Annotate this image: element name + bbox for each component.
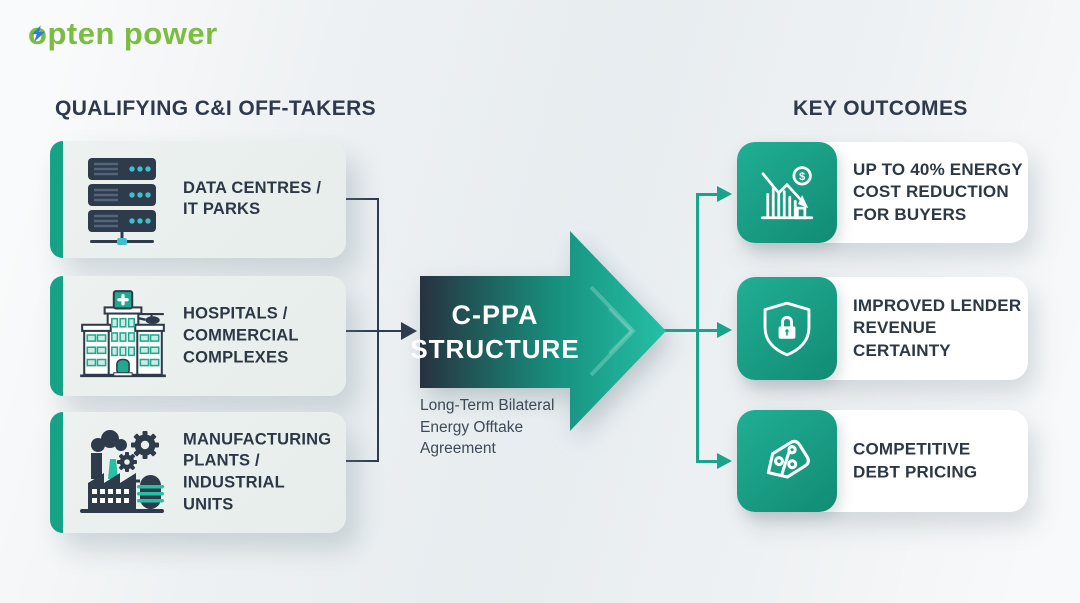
offtakers-heading: QUALIFYING C&I OFF-TAKERS xyxy=(55,97,377,120)
connector-line xyxy=(699,193,719,196)
offtaker-card-data-centres: DATA CENTRES / IT PARKS xyxy=(50,141,346,258)
offtaker-card-manufacturing: MANUFACTURING PLANTS / INDUSTRIAL UNITS xyxy=(50,412,346,533)
logo-word-power: power xyxy=(123,16,218,51)
arrow-title-line2: STRUCTURE xyxy=(410,333,580,364)
connector-line xyxy=(699,460,719,463)
outcome-icon-box: $ xyxy=(737,142,837,243)
connector-line xyxy=(377,198,379,462)
offtaker-card-hospitals: HOSPITALS / COMMERCIAL COMPLEXES xyxy=(50,276,346,396)
offtaker-card-label: MANUFACTURING PLANTS / INDUSTRIAL UNITS xyxy=(183,429,332,514)
server-rack-icon xyxy=(88,157,156,245)
offtaker-card-label: HOSPITALS / COMMERCIAL COMPLEXES xyxy=(183,304,299,366)
outcome-card-lender-certainty: IMPROVED LENDER REVENUE CERTAINTY xyxy=(737,277,1028,380)
connector-line xyxy=(345,460,379,462)
connector-line xyxy=(345,330,403,332)
cppa-structure-title: C-PPA STRUCTURE xyxy=(410,278,578,386)
opten-power-logo: optenpower xyxy=(28,16,218,52)
connector-line xyxy=(662,329,698,332)
arrow-title-line1: C-PPA xyxy=(451,299,539,330)
connector-line xyxy=(696,193,699,463)
outcome-card-cost-reduction: $ UP TO 40% ENERGY COST REDUCTION FOR BU… xyxy=(737,142,1028,243)
arrowhead-icon xyxy=(717,186,732,202)
gear-icon xyxy=(117,430,159,472)
connector-line xyxy=(699,329,719,332)
outcome-card-label: IMPROVED LENDER REVENUE CERTAINTY xyxy=(853,295,1022,360)
hospital-icon xyxy=(80,290,166,378)
offtaker-card-label: DATA CENTRES / IT PARKS xyxy=(183,178,322,219)
outcome-card-label: COMPETITIVE DEBT PRICING xyxy=(853,439,978,481)
price-tag-percent-icon xyxy=(766,439,810,479)
svg-text:$: $ xyxy=(799,170,805,182)
lightning-bolt-icon xyxy=(32,25,45,42)
arrow-caption: Long-Term Bilateral Energy Offtake Agree… xyxy=(420,397,555,458)
outcome-card-label: UP TO 40% ENERGY COST REDUCTION FOR BUYE… xyxy=(853,159,1023,224)
cost-reduction-chart-icon: $ xyxy=(760,165,814,219)
arrowhead-icon xyxy=(717,322,732,338)
outcome-card-debt-pricing: COMPETITIVE DEBT PRICING xyxy=(737,410,1028,512)
connector-line xyxy=(345,198,379,200)
arrowhead-icon xyxy=(401,322,417,340)
outcome-icon-box xyxy=(737,410,837,512)
factory-icon xyxy=(80,429,164,513)
cppa-arrow xyxy=(420,231,666,431)
shield-lock-icon xyxy=(763,301,811,356)
outcomes-heading: KEY OUTCOMES xyxy=(793,97,968,120)
arrowhead-icon xyxy=(717,453,732,469)
helicopter-icon xyxy=(138,313,164,325)
logo-suffix: pten xyxy=(47,16,115,51)
outcome-icon-box xyxy=(737,277,837,380)
